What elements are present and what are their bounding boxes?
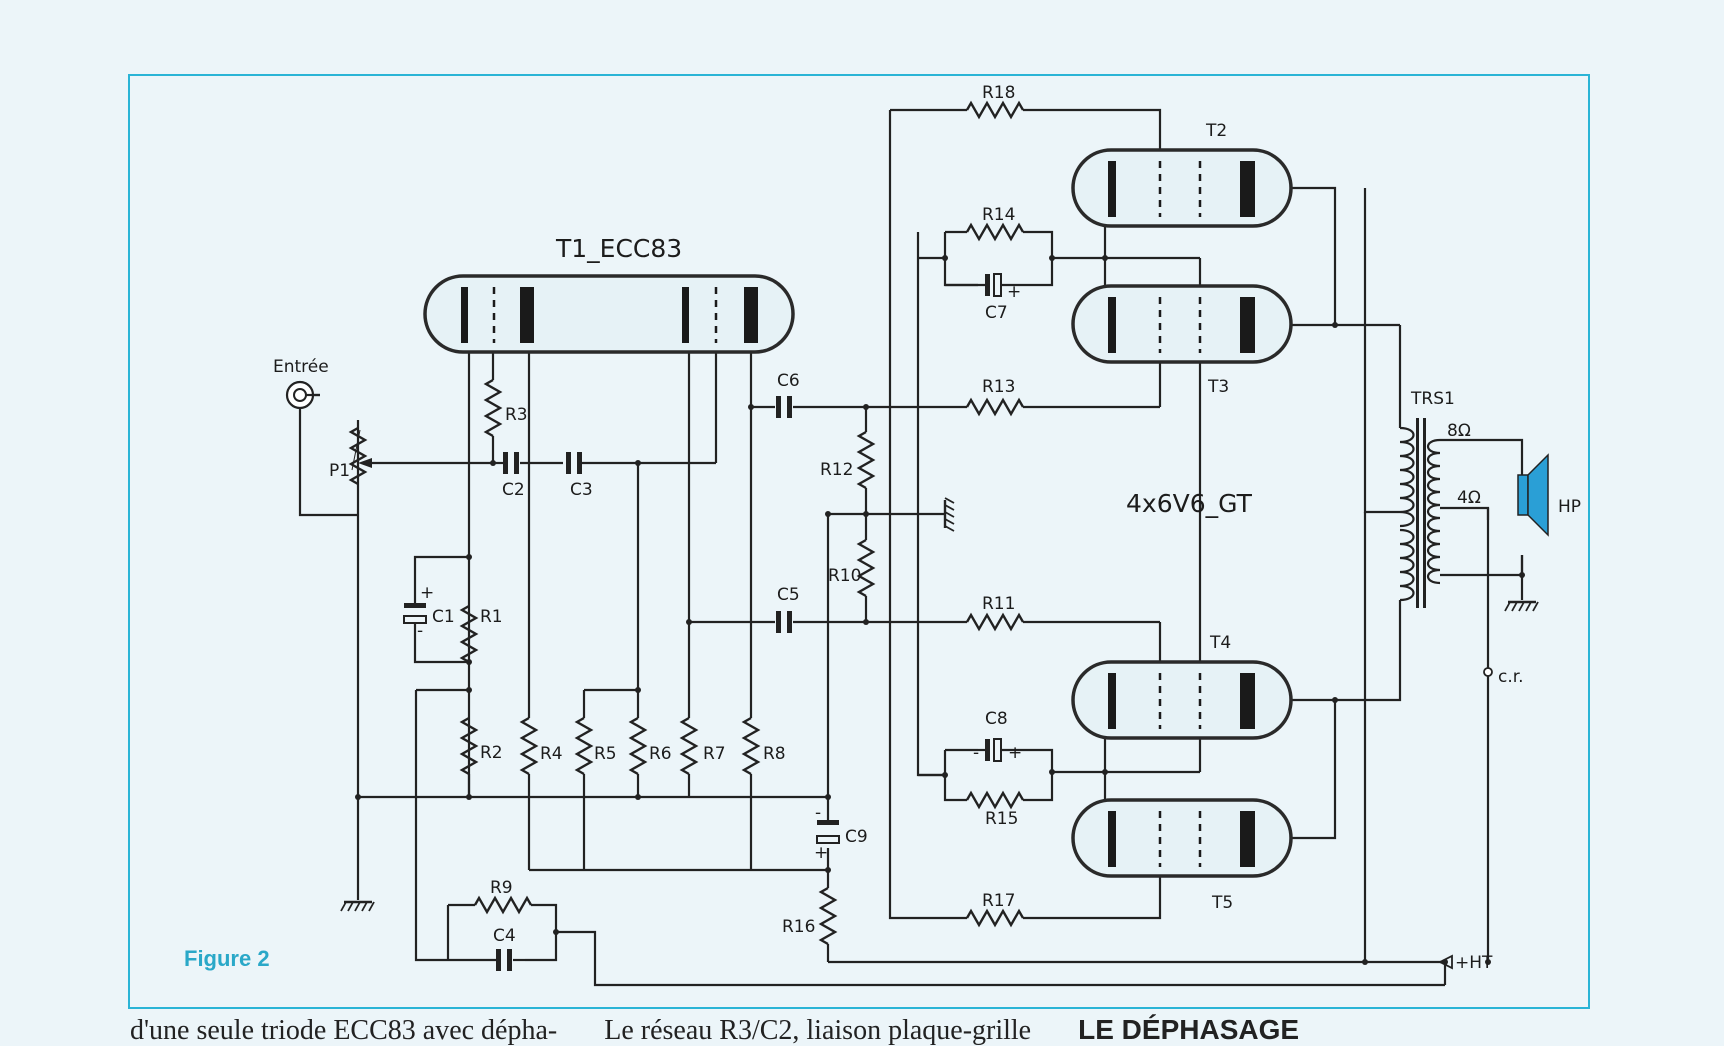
label-r2: R2 <box>480 743 503 763</box>
label-r8: R8 <box>763 744 786 764</box>
tube-t4 <box>1071 660 1293 740</box>
label-t2: T2 <box>1205 121 1227 141</box>
polarity-c8-plus: + <box>1008 743 1022 763</box>
label-r18: R18 <box>982 83 1015 103</box>
label-r10: R10 <box>828 566 861 586</box>
label-input: Entrée <box>273 357 329 377</box>
label-r5: R5 <box>594 744 617 764</box>
polarity-c9-minus: - <box>815 803 821 823</box>
junctions <box>355 255 1525 965</box>
polarity-c9-plus: + <box>814 843 828 863</box>
label-tubes-note: 4x6V6_GT <box>1126 489 1253 518</box>
label-trs1: TRS1 <box>1410 389 1455 409</box>
figure-frame <box>128 74 1590 1009</box>
body-text-col2: Le réseau R3/C2, liaison plaque-grille <box>604 1015 1032 1046</box>
label-c5: C5 <box>777 585 800 605</box>
polarity-c1-minus: - <box>417 621 423 641</box>
figure-caption: Figure 2 <box>184 946 270 971</box>
label-t5: T5 <box>1211 893 1233 913</box>
tube-t5 <box>1071 798 1293 878</box>
tube-t2 <box>1071 148 1293 228</box>
label-8-ohm: 8Ω <box>1447 421 1471 441</box>
wiring <box>298 108 1524 987</box>
polarity-c1-plus: + <box>420 583 434 603</box>
input-jack[interactable] <box>285 380 320 410</box>
label-r7: R7 <box>703 744 726 764</box>
label-4-ohm: 4Ω <box>1457 488 1481 508</box>
label-hp: HP <box>1558 497 1581 517</box>
tube-t3 <box>1071 284 1293 364</box>
label-p1: P1 <box>329 461 350 481</box>
label-t4: T4 <box>1209 633 1231 653</box>
component-labels: T1_ECC83 T2 T3 T4 T5 4x6V6_GT TRS1 Entré… <box>273 83 1581 973</box>
section-heading: LE DÉPHASAGE <box>1078 1014 1300 1045</box>
label-r17: R17 <box>982 891 1015 911</box>
label-c4: C4 <box>493 926 516 946</box>
ground-symbols <box>339 496 1540 913</box>
label-r9: R9 <box>490 878 513 898</box>
label-c7: C7 <box>985 303 1008 323</box>
label-r1: R1 <box>480 607 503 627</box>
label-r11: R11 <box>982 594 1015 614</box>
label-c6: C6 <box>777 371 800 391</box>
label-c1: C1 <box>432 607 455 627</box>
label-c9: C9 <box>845 827 868 847</box>
polarity-c7-plus: + <box>1007 282 1021 302</box>
polarity-c8-minus: - <box>973 743 979 763</box>
label-t1: T1_ECC83 <box>555 234 682 263</box>
resistors <box>349 101 1025 946</box>
body-text-col1: d'une seule triode ECC83 avec dépha- <box>130 1015 558 1046</box>
body-text-fragment: d'une seule triode ECC83 avec dépha- Le … <box>130 1016 1630 1045</box>
label-c3: C3 <box>570 480 593 500</box>
label-r13: R13 <box>982 377 1015 397</box>
label-r16: R16 <box>782 917 815 937</box>
speaker-icon <box>1517 453 1549 537</box>
label-r12: R12 <box>820 460 853 480</box>
label-ht: +HT <box>1455 953 1493 973</box>
label-r14: R14 <box>982 205 1015 225</box>
label-c2: C2 <box>502 480 525 500</box>
label-c8: C8 <box>985 709 1008 729</box>
label-r3: R3 <box>505 405 528 425</box>
capacitors <box>403 273 1023 971</box>
label-r6: R6 <box>649 744 672 764</box>
label-r15: R15 <box>985 809 1018 829</box>
ht-terminal <box>1437 954 1453 970</box>
output-transformer <box>1399 418 1441 608</box>
label-r4: R4 <box>540 744 563 764</box>
label-cr: c.r. <box>1498 667 1524 687</box>
cr-terminal <box>1483 667 1493 677</box>
tube-t1 <box>423 274 795 354</box>
label-t3: T3 <box>1207 377 1229 397</box>
